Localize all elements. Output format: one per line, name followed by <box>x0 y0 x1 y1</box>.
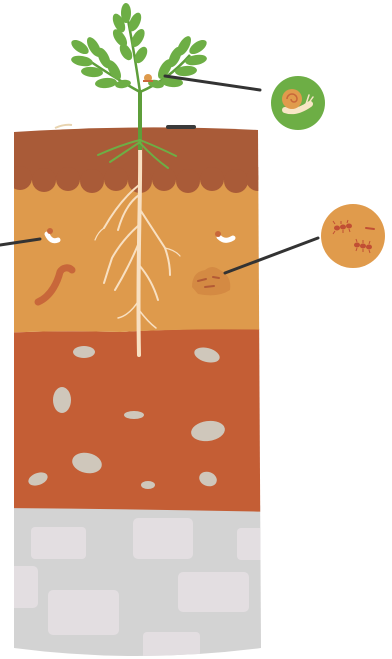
snail-callout <box>271 76 325 130</box>
ants-callout <box>321 204 385 268</box>
soil-column <box>0 120 280 659</box>
surface-pebble <box>166 125 196 129</box>
surface-twig <box>55 125 72 128</box>
snail-on-plant <box>143 74 153 82</box>
ant-trail <box>366 228 374 229</box>
